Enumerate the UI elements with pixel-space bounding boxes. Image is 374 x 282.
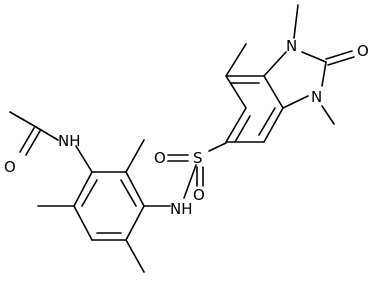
ring1-bond-6-inner (81, 179, 98, 207)
atom-o-sulfonyl-bottom: O (193, 186, 205, 204)
urea-bond-nbottom-c (282, 95, 309, 109)
bond-s-ring (208, 142, 227, 152)
atom-o-sulfonyl-left: O (154, 149, 166, 167)
urea-bond-ntop-co (301, 51, 327, 63)
ring1-bond-2 (125, 171, 145, 207)
bond-nh-s (183, 164, 197, 199)
atom-nh-sulfonamide: NH (170, 200, 193, 218)
ring1-bond-3 (125, 205, 145, 241)
ring2-bond-2 (225, 75, 247, 109)
atom-n-urea-bottom: N (311, 88, 322, 106)
atom-n-urea-top: N (286, 37, 297, 55)
bond-carbonyl-nh (35, 126, 59, 141)
ring2-bond-5-inner (258, 107, 276, 136)
bond-acetyl-c-o-double (25, 130, 41, 156)
atom-o-acetyl: O (4, 158, 16, 176)
atom-o-carbonyl: O (357, 42, 369, 60)
atom-nh-amide: NH (58, 132, 81, 150)
bond-co-o-double (327, 56, 355, 66)
ring1-bond-6 (73, 171, 93, 207)
ring1-bond-5 (73, 205, 93, 241)
urea-bond-co-nbottom (321, 61, 327, 87)
bond-methyl-carbonyl (9, 111, 37, 128)
bond-methyl-bottom (125, 239, 145, 273)
urea-bond-c-ntop (263, 51, 287, 77)
ring2-bond-1-inner (234, 115, 251, 143)
bond-nbottom-methyl (321, 105, 335, 125)
ring2-bond-4 (263, 75, 284, 109)
bond-acetyl-c-o (19, 127, 35, 153)
bond-co-o (325, 50, 353, 60)
bond-ntop-methyl (293, 4, 299, 39)
ring2-bond-1 (225, 107, 247, 143)
ring2-bond-5 (263, 107, 284, 143)
bond-ring2-methyl (225, 43, 247, 77)
bond-methyl-top (125, 139, 145, 173)
ring1-bond-2-inner (120, 179, 137, 207)
bond-nh-ring (75, 145, 93, 173)
atom-s-sulfonyl: S (193, 149, 203, 167)
